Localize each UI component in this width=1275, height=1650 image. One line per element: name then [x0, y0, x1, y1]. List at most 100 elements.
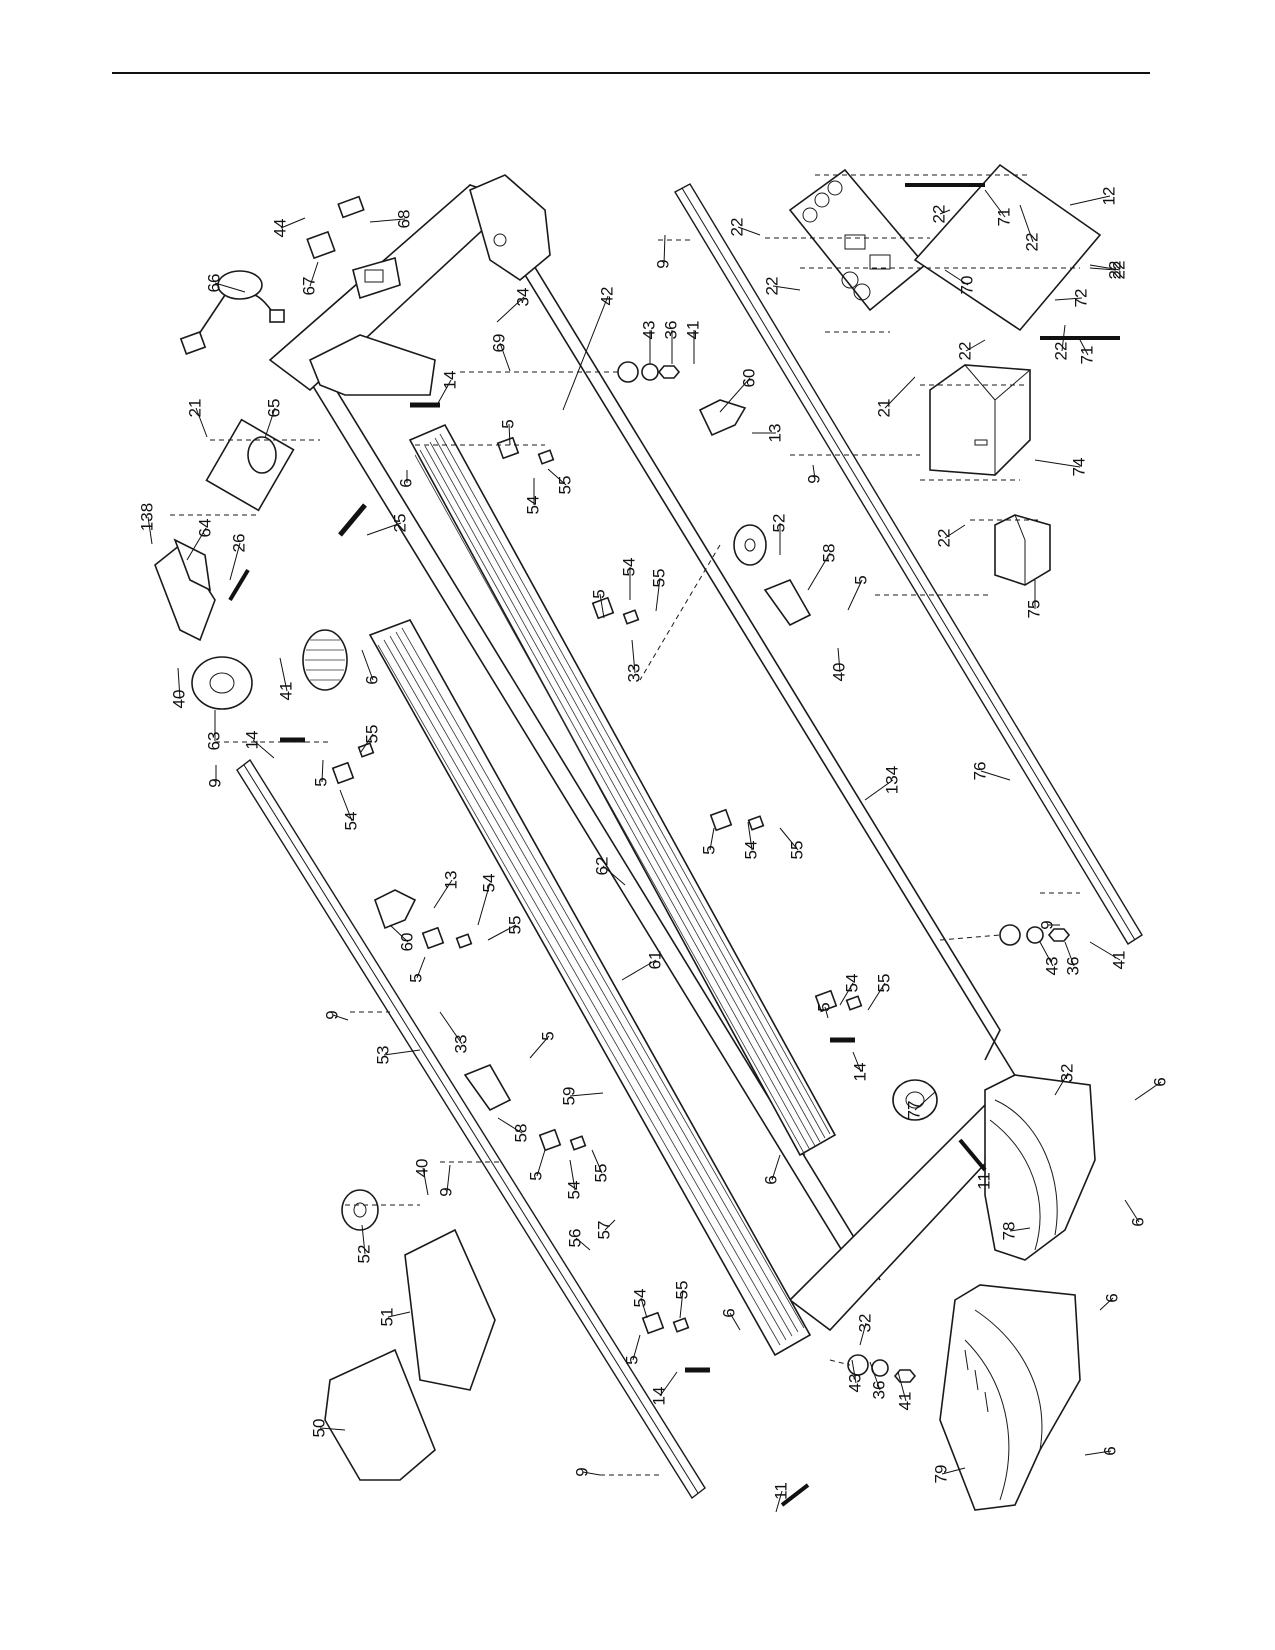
front-foot-left: [463, 1063, 512, 1112]
part-number-label: 5: [589, 589, 608, 598]
callout-leader: [1034, 459, 1081, 468]
callout-leader: [709, 827, 715, 851]
switch-plate: [352, 256, 401, 300]
part-number-label: 62: [592, 857, 611, 876]
callout-leader: [1054, 1072, 1069, 1096]
callout-leader: [339, 789, 353, 822]
part-number-label: 26: [229, 534, 248, 553]
callout-leader: [487, 924, 517, 941]
callout-leader: [214, 282, 246, 293]
part-number-label: 54: [523, 496, 542, 515]
callout-leader: [729, 1312, 741, 1331]
assembly-guides: [170, 174, 1080, 1476]
part-number-label: 33: [451, 1035, 470, 1054]
callout-leader: [847, 579, 863, 611]
part-number-label: 6: [1102, 1293, 1121, 1302]
callout-leader: [1039, 941, 1054, 967]
callout-leader: [252, 739, 275, 759]
callout-leader: [1134, 1081, 1162, 1101]
callout-leader: [599, 593, 605, 619]
part-number-label: 22: [727, 218, 746, 237]
part-number-label: 54: [741, 841, 760, 860]
callout-leader: [869, 1361, 881, 1391]
part-number-label: 60: [739, 369, 758, 388]
hardware-stack-top: [617, 361, 681, 383]
part-number-label: 74: [1069, 458, 1088, 477]
part-number-label: 43: [845, 1374, 864, 1393]
bolt-11-front: [780, 1483, 810, 1507]
part-number-label: 22: [1022, 233, 1041, 252]
part-number-label: 43: [639, 321, 658, 340]
callout-leader: [837, 647, 841, 673]
part-number-label: 76: [970, 762, 989, 781]
part-number-label: 9: [804, 474, 823, 483]
part-number-label: 69: [489, 334, 508, 353]
callout-leader: [321, 759, 324, 783]
belt-slats: [377, 433, 831, 1346]
right-rear-endcap: [984, 1074, 1096, 1261]
callout-leader: [319, 1427, 346, 1431]
callout-leader: [446, 1164, 451, 1193]
callout-leader: [591, 1149, 603, 1174]
callout-leader: [186, 527, 207, 561]
part-number-label: 55: [672, 1281, 691, 1300]
callout-leader: [1124, 1199, 1140, 1223]
choke-box: [994, 514, 1051, 586]
part-number-label: 13: [765, 424, 784, 443]
part-number-label: 63: [204, 732, 223, 751]
part-number-label: 71: [994, 208, 1013, 227]
part-number-label: 5: [311, 777, 330, 786]
callout-leader: [984, 189, 1006, 218]
part-number-label: 5: [851, 575, 870, 584]
callout-leader: [632, 1334, 641, 1361]
part-number-label: 6: [396, 478, 415, 487]
part-number-label: 134: [882, 766, 901, 794]
part-number-label: 22: [1051, 342, 1070, 361]
callout-leader: [1061, 324, 1066, 352]
callout-leader: [147, 516, 153, 545]
callout-leader: [582, 1471, 601, 1476]
part-number-label: 58: [819, 544, 838, 563]
part-number-label: 68: [394, 210, 413, 229]
part-number-label: 65: [264, 399, 283, 418]
callout-leader: [839, 982, 854, 1006]
part-number-label: 66: [204, 274, 223, 293]
callout-leader: [944, 269, 969, 286]
callout-leader: [177, 667, 181, 700]
callout-leader: [737, 226, 761, 236]
part-number-label: 52: [354, 1245, 373, 1264]
callout-leader: [859, 1322, 867, 1346]
callout-leader: [387, 1311, 411, 1318]
part-number-label: 5: [498, 419, 517, 428]
part-number-label: 43: [1042, 957, 1061, 976]
part-number-label: 55: [362, 725, 381, 744]
callout-leader: [807, 552, 831, 591]
bolt-11-rear: [958, 1138, 987, 1172]
part-number-label: 54: [842, 974, 861, 993]
part-number-label: 25: [390, 514, 409, 533]
part-number-label: 67: [299, 277, 318, 296]
part-number-label: 11: [974, 1172, 993, 1190]
walking-deck: [368, 619, 812, 1357]
part-number-label: 9: [205, 778, 224, 787]
callout-leader: [497, 1117, 523, 1134]
part-number-label: 53: [373, 1046, 392, 1065]
callout-leader: [416, 956, 426, 979]
part-number-label: 56: [565, 1229, 584, 1248]
incline-motor: [205, 418, 295, 512]
part-number-label: 36: [1063, 957, 1082, 976]
part-number-label: 21: [185, 399, 204, 418]
part-number-label: 79: [931, 1465, 950, 1484]
part-number-label: 33: [624, 664, 643, 683]
callout-leader: [496, 296, 525, 323]
part-number-label: 36: [869, 1381, 888, 1400]
part-number-label: 78: [999, 1222, 1018, 1241]
callout-leader: [864, 779, 894, 801]
callout-leader: [569, 1159, 576, 1191]
part-number-label: 59: [559, 1087, 578, 1106]
part-number-label: 55: [555, 476, 574, 495]
hardware-stack-mid: [999, 924, 1071, 946]
callout-leader: [1089, 941, 1121, 961]
motor-pulley: [302, 629, 348, 691]
part-number-label: 12: [1099, 187, 1118, 206]
